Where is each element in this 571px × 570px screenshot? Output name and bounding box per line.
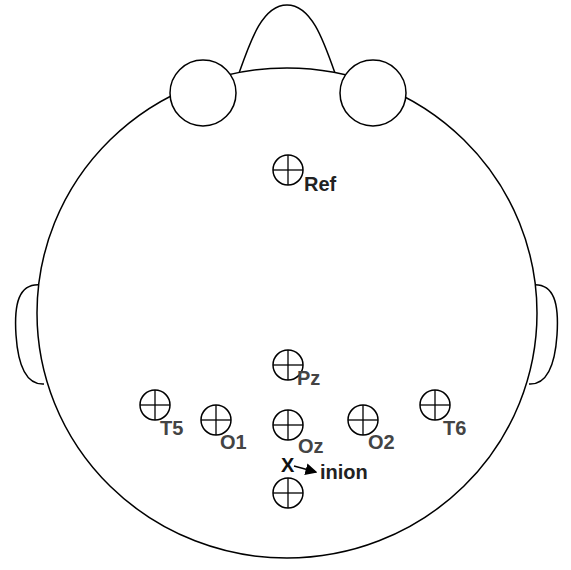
electrode xyxy=(348,405,378,435)
nose xyxy=(238,5,336,76)
electrode xyxy=(140,390,170,420)
electrode-label: O1 xyxy=(220,432,247,452)
electrode xyxy=(201,405,231,435)
electrode-label: T6 xyxy=(443,418,466,438)
reference-label: Ref xyxy=(304,174,336,194)
landmark-mark: X xyxy=(281,455,294,475)
electrode xyxy=(420,390,450,420)
electrode-label: T5 xyxy=(160,418,183,438)
landmark-label: inion xyxy=(320,462,368,482)
left-eye xyxy=(170,60,236,126)
electrode-label: O2 xyxy=(368,432,395,452)
electrode-label: Pz xyxy=(297,368,320,388)
right-eye xyxy=(340,60,406,126)
electrode xyxy=(273,478,303,508)
inion-pointer xyxy=(294,466,316,472)
head-outline xyxy=(37,68,537,558)
electrode-label: Oz xyxy=(298,436,324,456)
electrode xyxy=(273,155,303,185)
